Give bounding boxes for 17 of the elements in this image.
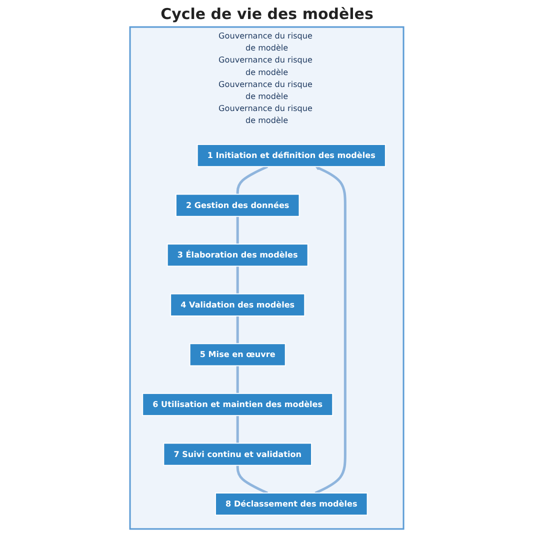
connector [236,266,240,294]
arrow [315,166,347,494]
node-box: 8 Déclassement des modèles [215,492,368,516]
node-box: 5 Mise en œuvre [190,343,286,366]
node-box: 4 Validation des modèles [170,293,306,316]
connector [236,416,240,444]
connector [236,316,240,344]
node-box: 3 Élaboration des modèles [167,244,309,267]
node-box: 7 Suivi continu et validation [163,442,312,466]
connector [236,165,268,194]
node-box: 6 Utilisation et maintien des modèles [142,392,334,416]
connector [236,216,240,244]
connector [236,366,240,394]
node-box: 1 Initiation et définition des modèles [197,144,386,168]
center-label: Cycle de vie des modèles [160,5,374,23]
connector [236,465,268,494]
node-box: 2 Gestion des données [176,194,300,217]
